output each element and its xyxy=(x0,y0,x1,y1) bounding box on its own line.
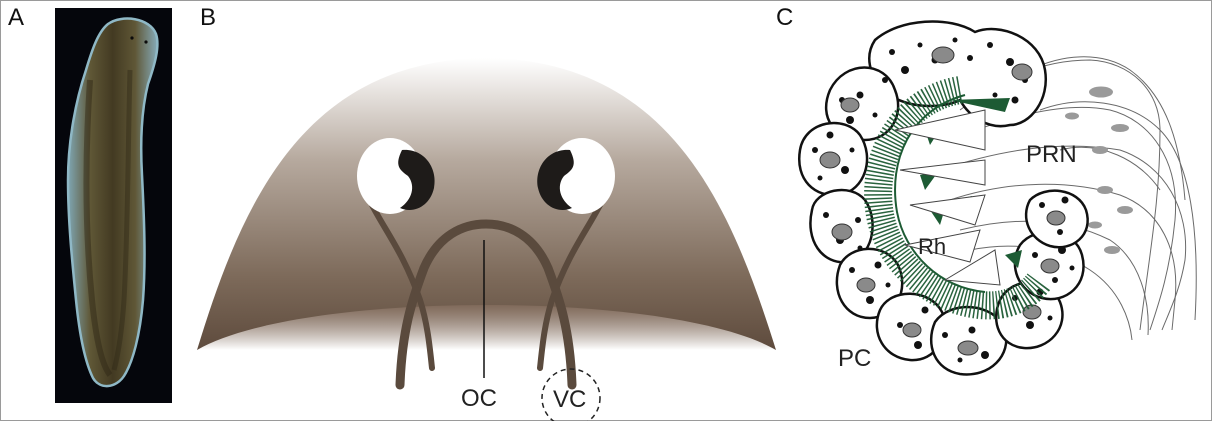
label-pc: PC xyxy=(838,345,871,372)
label-prn: PRN xyxy=(1026,141,1077,168)
label-vc: VC xyxy=(553,386,586,413)
eyespot-left xyxy=(130,36,133,39)
panel-b-schematic xyxy=(197,58,776,421)
pigment-cells xyxy=(799,22,1087,375)
label-oc: OC xyxy=(461,385,497,412)
eyespot-right xyxy=(144,40,147,43)
label-rh: Rh xyxy=(918,234,946,259)
panel-a-photo xyxy=(55,8,172,403)
panel-c-eyecup xyxy=(799,22,1196,375)
dendrite-wedges xyxy=(895,110,1000,285)
